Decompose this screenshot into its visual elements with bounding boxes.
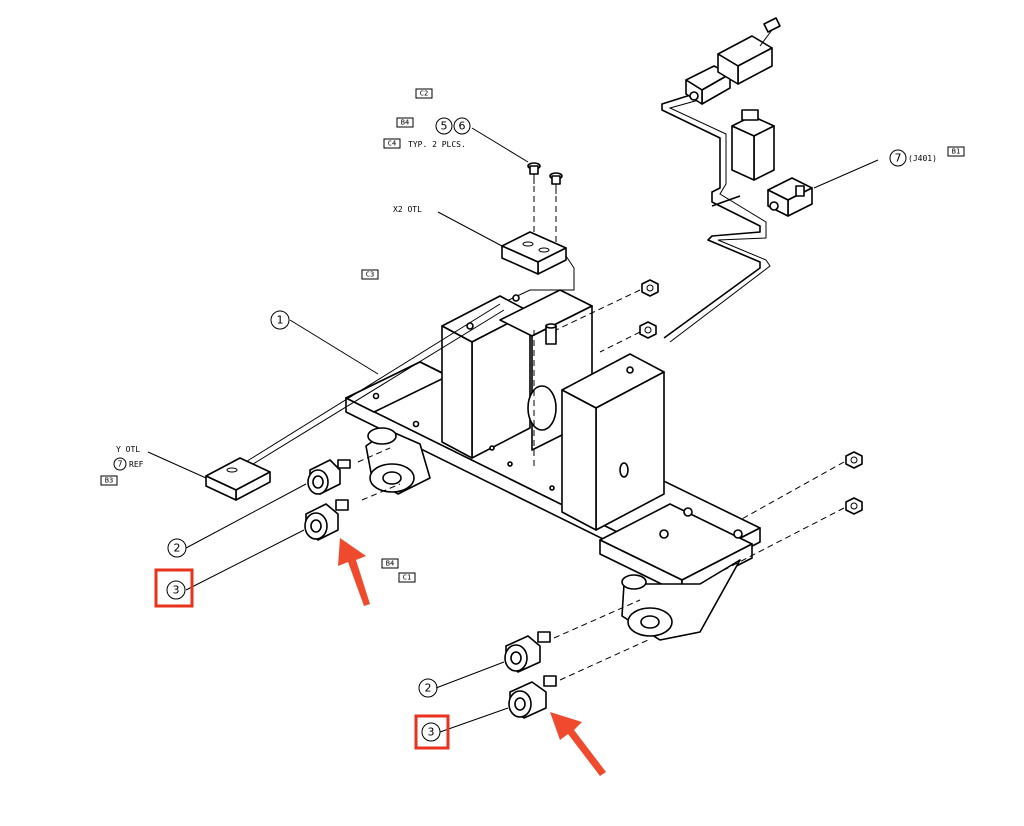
roller-item-3-left (304, 499, 349, 541)
svg-text:2: 2 (425, 682, 432, 695)
balloon-2-left: 2 (167, 538, 187, 558)
zone-tag-c4: C4 (383, 138, 401, 149)
highlight-box-left-item-3 (154, 568, 194, 608)
svg-text:7: 7 (117, 460, 122, 469)
carriage-cable (235, 303, 501, 469)
j401-connector (767, 177, 813, 217)
screws (527, 162, 563, 250)
roller-item-3-right (508, 675, 557, 719)
zone-tag-b3: B3 (100, 475, 118, 486)
roller-item-2-left (307, 459, 351, 495)
svg-text:B3: B3 (105, 477, 113, 485)
j401-label: (J401) (908, 154, 937, 163)
svg-text:C3: C3 (366, 271, 374, 279)
svg-text:C1: C1 (403, 574, 411, 582)
cable-harness (661, 91, 771, 343)
svg-text:C4: C4 (388, 140, 396, 148)
balloon-6: 6 (453, 117, 471, 135)
balloon-3-right: 3 (421, 722, 441, 742)
red-arrow-right-icon (550, 712, 606, 776)
red-arrow-left-icon (338, 538, 370, 606)
ref-label: REF (129, 460, 144, 469)
zone-tag-c3: C3 (361, 269, 379, 280)
highlight-box-right-item-3 (414, 714, 450, 750)
zone-tag-c2: C2 (415, 88, 433, 99)
svg-text:5: 5 (441, 120, 448, 133)
svg-text:6: 6 (459, 120, 466, 133)
svg-text:3: 3 (428, 726, 435, 739)
leader-lines (147, 127, 879, 733)
y-otl-flag (205, 457, 271, 501)
x2-otl-flag (499, 231, 575, 305)
balloon-5: 5 (435, 117, 453, 135)
svg-text:3: 3 (173, 584, 180, 597)
assembly-axes (357, 289, 845, 681)
svg-text:7: 7 (895, 152, 902, 165)
typ-2-plcs-label: TYP. 2 PLCS. (408, 140, 466, 149)
balloon-7-ref: 7 (113, 457, 127, 471)
svg-text:1: 1 (277, 314, 284, 327)
zone-tag-b4-mid: B4 (381, 558, 399, 569)
zone-tag-b4-top: B4 (396, 117, 414, 128)
svg-text:B4: B4 (401, 119, 409, 127)
svg-text:B4: B4 (386, 560, 394, 568)
roller-wheels (365, 427, 741, 641)
balloon-2-right: 2 (418, 678, 438, 698)
x2-otl-label: X2 OTL (393, 205, 422, 214)
balloon-7-j401: 7 (889, 149, 907, 167)
balloon-3-left: 3 (166, 580, 186, 600)
svg-text:2: 2 (174, 542, 181, 555)
switch-connector (685, 17, 781, 105)
balloon-1: 1 (270, 310, 290, 330)
nuts (639, 279, 863, 515)
zone-tag-c1: C1 (398, 572, 416, 583)
zone-tag-b1: B1 (947, 146, 965, 157)
roller-item-2-right (504, 631, 551, 673)
svg-text:B1: B1 (952, 148, 960, 156)
relay-block (731, 109, 775, 181)
svg-text:C2: C2 (420, 90, 428, 98)
y-otl-label: Y OTL (116, 445, 140, 454)
carriage-frame (345, 289, 761, 595)
